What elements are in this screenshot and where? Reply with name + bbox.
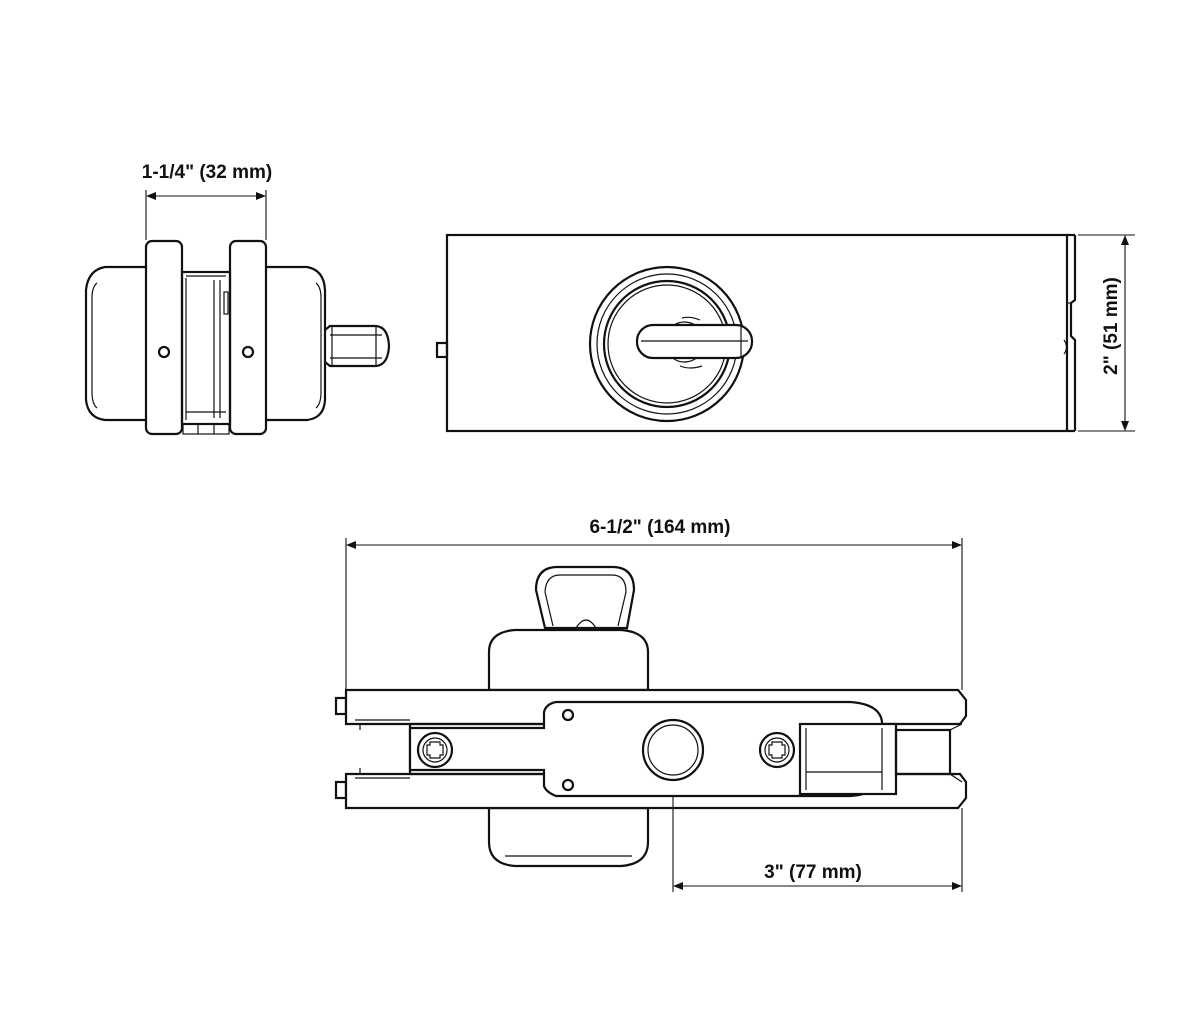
side-left-plate: [144, 239, 184, 436]
side-left-knob: [84, 265, 146, 422]
length-dimension-label: 6-1/2" (164 mm): [589, 517, 730, 538]
length-dimension: 6-1/2" (164 mm): [345, 517, 963, 690]
side-view: 1-1/4" (32 mm): [84, 162, 391, 436]
top-latch-housing: [798, 722, 898, 796]
front-left-stub: [435, 341, 449, 359]
top-view: 6-1/2" (164 mm): [334, 517, 968, 892]
height-dimension: 2" (51 mm): [1078, 234, 1135, 432]
side-latch-pin: [324, 324, 391, 368]
side-screw-right: [241, 345, 255, 359]
front-view: 2" (51 mm): [435, 233, 1135, 433]
offset-dimension: 3" (77 mm): [672, 796, 963, 892]
front-thumb-turn: [635, 316, 754, 369]
top-cylinder-lower: [487, 806, 650, 868]
top-thumb-turn: [534, 565, 636, 630]
top-center-hole: [641, 718, 705, 782]
front-body: [445, 233, 1069, 433]
width-dimension: 1-1/4" (32 mm): [142, 162, 272, 240]
top-center-bar: [408, 700, 884, 798]
height-dimension-label: 2" (51 mm): [1101, 277, 1122, 375]
side-screw-left: [157, 345, 171, 359]
offset-dimension-label: 3" (77 mm): [764, 862, 862, 883]
top-screw-left: [416, 731, 454, 769]
side-right-knob: [266, 265, 327, 422]
top-screw-right: [758, 731, 796, 769]
side-right-plate: [228, 239, 268, 436]
width-dimension-label: 1-1/4" (32 mm): [142, 162, 272, 183]
top-cylinder-upper: [487, 628, 650, 692]
